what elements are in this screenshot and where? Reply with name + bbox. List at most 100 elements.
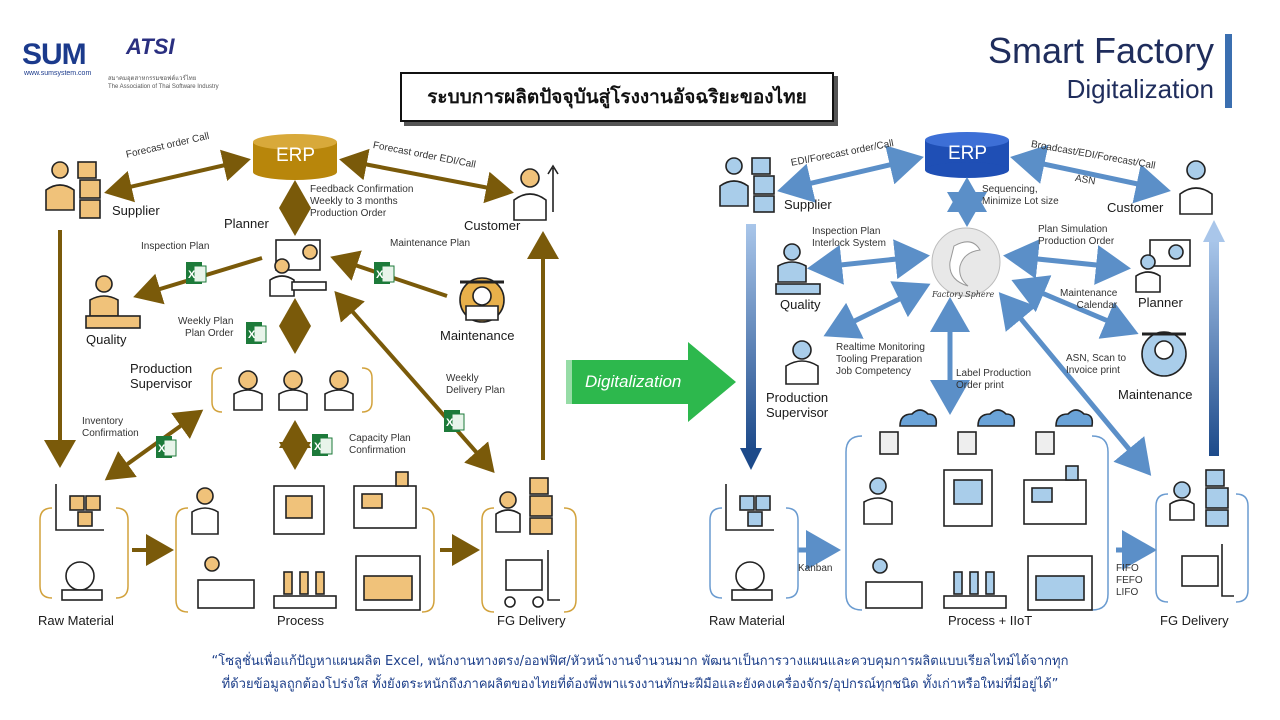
- planner-icon: [269, 239, 327, 297]
- sum-logo: SUM: [22, 38, 87, 71]
- factory-sphere-label: Factory Sphere: [932, 290, 995, 299]
- supervisor-icons: [233, 370, 354, 411]
- r-raw-material-icon: [725, 484, 774, 601]
- right-inspection-plan: Inspection Plan Interlock System: [812, 226, 886, 249]
- arrow-supplier-erp: [104, 149, 251, 203]
- right-arrows: [777, 144, 1171, 570]
- arrow-r-planner: [1003, 239, 1131, 285]
- title-accent-bar: [1225, 34, 1232, 108]
- left-weekly-plan: Weekly Plan Plan Order: [178, 316, 234, 339]
- right-realtime: Realtime Monitoring Tooling Preparation …: [836, 342, 925, 377]
- right-process-label: Process + IIoT: [948, 613, 1033, 628]
- footer-quote: “โซลูชั่นเพื่อแก้ปัญหาแผนผลิต Excel, พนั…: [40, 650, 1240, 696]
- excel-icon: X: [156, 436, 177, 458]
- right-fg-delivery-label: FG Delivery: [1160, 613, 1229, 628]
- left-supplier-label: Supplier: [112, 203, 160, 218]
- right-supervisor-label: Production Supervisor: [766, 390, 829, 420]
- left-erp-label: ERP: [276, 145, 316, 166]
- excel-icon: X: [444, 410, 465, 432]
- supplier-icon: [45, 161, 101, 219]
- left-erp-icon: [253, 134, 337, 180]
- r-planner-icon: [1135, 239, 1191, 293]
- svg-text:X: X: [376, 269, 384, 281]
- right-label-production: Label Production Order print: [956, 368, 1032, 391]
- page-title: Smart Factory: [987, 30, 1214, 71]
- right-frames: [709, 435, 1249, 611]
- left-inspection-plan: Inspection Plan: [141, 241, 210, 252]
- svg-text:X: X: [188, 269, 196, 281]
- right-plan-simulation: Plan Simulation Production Order: [1038, 224, 1115, 247]
- right-sequencing: Sequencing, Minimize Lot size: [982, 184, 1059, 207]
- r-customer-icon: [1179, 160, 1213, 215]
- footer-line-2: ที่ด้วยข้อมูลถูกต้องโปร่งใส ทั้งยังตระหน…: [221, 677, 1059, 692]
- r-supervisor-icon: [785, 340, 819, 385]
- right-vertical-arrows: [740, 220, 1225, 470]
- right-asn-scan: ASN, Scan to Invoice print: [1066, 353, 1127, 376]
- arrow-r-sphere-fg: [998, 292, 1152, 476]
- arrow-r-supplier-erp: [777, 145, 924, 203]
- arrow-r-supervisor: [823, 281, 931, 339]
- r-supplier-icon: [719, 157, 775, 213]
- footer-line-1: “โซลูชั่นเพื่อแก้ปัญหาแผนผลิต Excel, พนั…: [211, 654, 1069, 669]
- left-raw-material-label: Raw Material: [38, 613, 114, 628]
- process-icons: [191, 471, 421, 611]
- digitalization-arrow: [566, 342, 736, 422]
- left-fg-delivery-label: FG Delivery: [497, 613, 566, 628]
- left-frames: [39, 367, 577, 613]
- right-kanban: Kanban: [798, 563, 833, 574]
- right-raw-material-label: Raw Material: [709, 613, 785, 628]
- arrow-r-erp-customer: [1010, 144, 1171, 204]
- thai-title-box: ระบบการผลิตปัจจุบันสู่โรงงานอัจฉริยะของไ…: [400, 72, 834, 122]
- right-supplier-label: Supplier: [784, 197, 832, 212]
- r-maintenance-icon: [1141, 331, 1187, 377]
- left-supervisor-label: Production Supervisor: [130, 361, 193, 391]
- factory-sphere-logo: [931, 227, 1001, 297]
- right-maintenance-calendar: Maintenance Calendar: [1060, 288, 1118, 311]
- r-quality-icon: [775, 243, 821, 295]
- right-maintenance-label: Maintenance: [1118, 387, 1193, 402]
- left-feedback-text: Feedback Confirmation Weekly to 3 months…: [310, 184, 414, 219]
- left-maintenance-label: Maintenance: [440, 328, 515, 343]
- arrow-r-quality: [807, 239, 930, 285]
- svg-text:X: X: [314, 441, 322, 453]
- right-customer-label: Customer: [1107, 200, 1164, 215]
- left-capacity-plan: Capacity Plan Confirmation: [349, 433, 411, 456]
- r-fg-delivery-icon: [1169, 469, 1234, 597]
- r-process-icons: [863, 409, 1094, 611]
- excel-icon: X: [312, 434, 333, 456]
- svg-text:X: X: [446, 417, 454, 429]
- right-quality-label: Quality: [780, 297, 821, 312]
- left-customer-label: Customer: [464, 218, 521, 233]
- left-planner-label: Planner: [224, 216, 269, 231]
- right-erp-icon: [925, 132, 1009, 178]
- left-weekly-delivery-plan: Weekly Delivery Plan: [446, 373, 505, 396]
- excel-icon: X: [246, 322, 267, 344]
- excel-icon: X: [186, 262, 207, 284]
- quality-icon: [85, 275, 141, 329]
- right-erp-label: ERP: [948, 143, 988, 164]
- fg-delivery-icon: [495, 477, 560, 608]
- left-process-label: Process: [277, 613, 324, 628]
- right-icons: [719, 157, 1234, 611]
- right-fifo: FIFO FEFO LIFO: [1116, 563, 1143, 598]
- excel-icons: X X X X X X: [156, 262, 465, 458]
- svg-text:X: X: [248, 329, 256, 341]
- arrow-supervisor-raw: [104, 409, 204, 481]
- page-subtitle: Digitalization: [1066, 74, 1214, 104]
- customer-icon: [513, 164, 559, 221]
- arrow-erp-customer: [339, 148, 514, 204]
- right-planner-label: Planner: [1138, 295, 1183, 310]
- left-maintenance-plan: Maintenance Plan: [390, 238, 471, 249]
- atsi-logo: ATSI: [126, 34, 175, 59]
- sum-logo-url: www.sumsystem.com: [24, 70, 92, 77]
- maintenance-icon: [459, 277, 505, 323]
- excel-icon: X: [374, 262, 395, 284]
- digitalization-label: Digitalization: [585, 372, 682, 391]
- left-icons: [45, 161, 560, 611]
- raw-material-icon: [55, 484, 104, 601]
- svg-text:X: X: [158, 443, 166, 455]
- left-quality-label: Quality: [86, 332, 127, 347]
- left-inventory-confirmation: Inventory Confirmation: [82, 416, 139, 439]
